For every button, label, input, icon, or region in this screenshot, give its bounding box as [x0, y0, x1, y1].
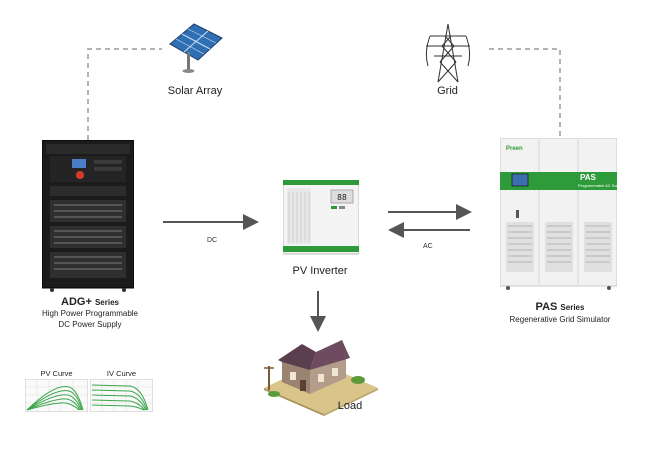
adg-series-word: Series — [94, 298, 119, 307]
load-label: Load — [337, 400, 363, 412]
adg-caption: ADG+ Series High Power Programmable DC P… — [25, 296, 155, 330]
iv-curve-label: IV Curve — [106, 369, 137, 378]
solar-array-label: Solar Array — [167, 85, 223, 97]
house-load-image — [264, 340, 378, 416]
iv-curve-thumbnail — [90, 379, 153, 412]
dc-label: DC — [207, 237, 218, 244]
pas-panel-subtitle: Programmable AC Source — [578, 183, 625, 188]
grid-label: Grid — [437, 85, 458, 97]
pv-curve-label: PV Curve — [40, 369, 73, 378]
pas-series-name: PAS — [535, 301, 558, 313]
pas-brand-logo: Preen — [506, 146, 523, 152]
pas-description-line1: Regenerative Grid Simulator — [509, 315, 611, 324]
adg-cabinet-image — [42, 140, 134, 292]
ac-label: AC — [423, 243, 433, 250]
pv-inverter-image: 88 — [283, 180, 359, 255]
power-tower-icon — [425, 23, 471, 83]
pas-cabinet-image: Preen PAS Programmable AC Source — [500, 138, 624, 290]
adg-series-name: ADG+ — [61, 296, 92, 308]
adg-description-line2: DC Power Supply — [58, 320, 122, 329]
pv-curve-thumbnail — [25, 379, 88, 412]
solar-panel-icon — [169, 23, 223, 73]
pas-caption: PAS Series Regenerative Grid Simulator — [490, 301, 630, 327]
pv-inverter-label: PV Inverter — [292, 265, 348, 277]
solar-to-adg-dashed-line — [87, 48, 162, 140]
svg-text:88: 88 — [337, 193, 347, 202]
grid-to-pas-dashed-line — [489, 48, 561, 138]
pas-panel-title: PAS — [580, 173, 596, 182]
pas-series-word: Series — [560, 303, 585, 312]
adg-description-line1: High Power Programmable — [41, 309, 139, 318]
